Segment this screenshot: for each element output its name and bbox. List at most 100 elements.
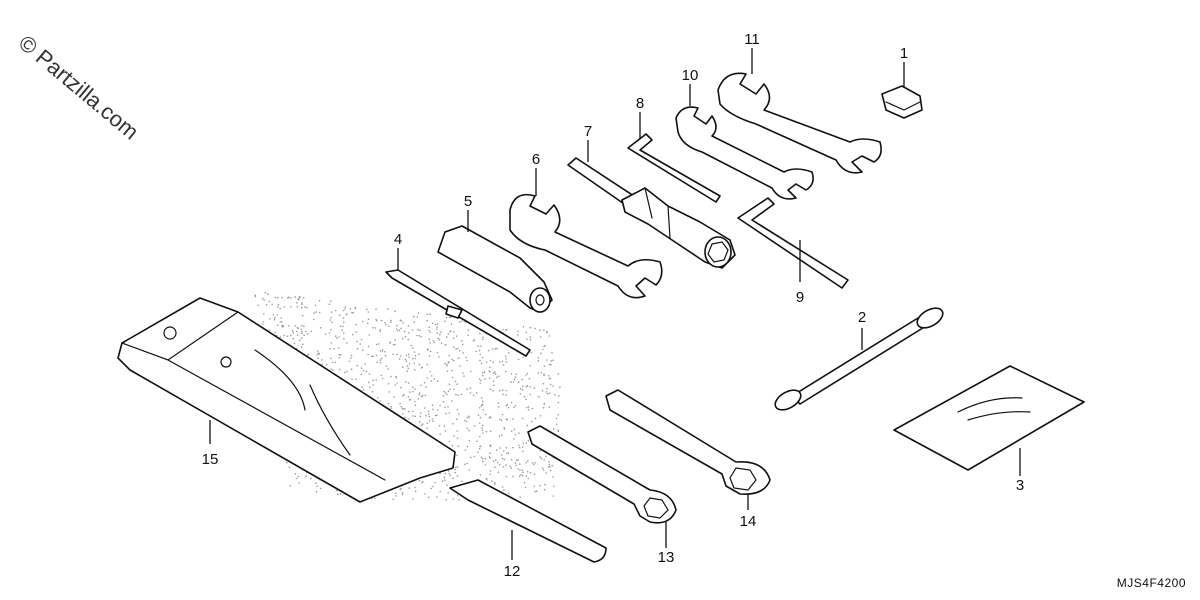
part-10-wrench[interactable] xyxy=(675,106,814,200)
stipple-dot xyxy=(549,383,552,386)
stipple-dot xyxy=(473,339,476,341)
stipple-dot xyxy=(303,325,305,328)
stipple-dot xyxy=(514,376,516,379)
stipple-dot xyxy=(449,330,452,333)
stipple-dot xyxy=(466,445,469,448)
stipple-dot xyxy=(500,419,503,422)
callout-4: 4 xyxy=(394,231,402,248)
stipple-dot xyxy=(375,308,377,310)
stipple-dot xyxy=(503,427,506,429)
part-6-wrench-12x14[interactable] xyxy=(509,193,663,299)
stipple-dot xyxy=(432,420,434,423)
stipple-dot xyxy=(448,361,450,363)
stipple-dot xyxy=(557,401,560,404)
part-5-screwdriver-handle[interactable] xyxy=(437,225,553,313)
stipple-dot xyxy=(526,406,528,409)
stipple-dot xyxy=(380,319,383,322)
stipple-dot xyxy=(522,385,524,388)
stipple-dot xyxy=(546,359,548,361)
stipple-dot xyxy=(330,357,332,360)
part-7-spark-plug-wrench[interactable] xyxy=(567,157,736,269)
stipple-dot xyxy=(373,497,376,499)
stipple-dot xyxy=(482,336,484,339)
stipple-dot xyxy=(390,321,392,323)
stipple-dot xyxy=(456,475,459,477)
part-9-hex-key[interactable] xyxy=(737,197,849,289)
stipple-dot xyxy=(400,386,402,389)
part-3-owners-manual[interactable] xyxy=(893,365,1085,471)
stipple-dot xyxy=(468,469,471,471)
stipple-dot xyxy=(459,365,461,367)
stipple-dot xyxy=(481,404,483,406)
stipple-dot xyxy=(399,402,401,405)
stipple-dot xyxy=(518,475,521,478)
stipple-dot xyxy=(485,479,488,481)
stipple-dot xyxy=(405,354,408,357)
stipple-dot xyxy=(453,331,455,333)
part-8-hex-key[interactable] xyxy=(627,133,721,203)
stipple-dot xyxy=(418,335,421,337)
stipple-dot xyxy=(456,408,459,411)
stipple-dot xyxy=(408,356,410,358)
stipple-dot xyxy=(429,313,431,316)
stipple-dot xyxy=(551,464,554,467)
stipple-dot xyxy=(419,412,422,414)
stipple-dot xyxy=(300,346,303,349)
stipple-dot xyxy=(543,459,545,461)
stipple-dot xyxy=(355,323,358,326)
part-2-strap[interactable] xyxy=(772,304,946,414)
part-11-wrench[interactable] xyxy=(717,72,882,174)
stipple-dot xyxy=(412,415,414,417)
stipple-dot xyxy=(419,329,421,332)
stipple-dot xyxy=(439,433,441,436)
stipple-dot xyxy=(261,297,264,300)
stipple-dot xyxy=(457,394,459,397)
stipple-dot xyxy=(488,456,491,458)
stipple-dot xyxy=(505,404,508,407)
stipple-dot xyxy=(407,353,410,356)
stipple-dot xyxy=(438,338,441,341)
part-15-tool-bag[interactable] xyxy=(117,297,456,503)
stipple-dot xyxy=(400,327,402,330)
stipple-dot xyxy=(543,488,546,491)
stipple-dot xyxy=(522,325,525,328)
stipple-dot xyxy=(299,339,301,342)
callout-13: 13 xyxy=(658,549,675,566)
stipple-dot xyxy=(428,355,431,357)
stipple-dot xyxy=(287,325,290,327)
callout-5: 5 xyxy=(464,193,472,210)
part-4-screwdriver[interactable] xyxy=(385,269,531,357)
part-12-handle[interactable] xyxy=(449,479,607,563)
stipple-dot xyxy=(431,322,434,325)
stipple-dot xyxy=(418,394,421,396)
stipple-dot xyxy=(306,306,308,309)
stipple-dot xyxy=(390,319,392,322)
stipple-dot xyxy=(552,495,555,497)
stipple-dot xyxy=(396,382,398,384)
stipple-dot xyxy=(413,351,416,353)
stipple-dot xyxy=(413,315,415,318)
stipple-dot xyxy=(502,393,504,396)
stipple-dot xyxy=(460,393,463,396)
stipple-dot xyxy=(525,386,528,388)
stipple-dot xyxy=(366,322,369,325)
part-1-clip[interactable] xyxy=(881,85,923,119)
stipple-dot xyxy=(330,300,332,302)
part-13-box-wrench[interactable] xyxy=(527,425,677,524)
stipple-dot xyxy=(286,461,288,464)
stipple-dot xyxy=(443,425,446,428)
stipple-dot xyxy=(451,369,453,372)
stipple-dot xyxy=(349,357,352,359)
stipple-dot xyxy=(558,395,560,397)
stipple-dot xyxy=(552,359,554,362)
stipple-dot xyxy=(523,395,526,398)
stipple-dot xyxy=(394,384,397,386)
stipple-dot xyxy=(542,468,545,471)
stipple-dot xyxy=(482,460,484,463)
part-14-box-wrench[interactable] xyxy=(605,389,771,496)
stipple-dot xyxy=(420,424,423,427)
stipple-dot xyxy=(431,404,434,406)
stipple-dot xyxy=(346,342,348,344)
stipple-dot xyxy=(303,296,305,299)
